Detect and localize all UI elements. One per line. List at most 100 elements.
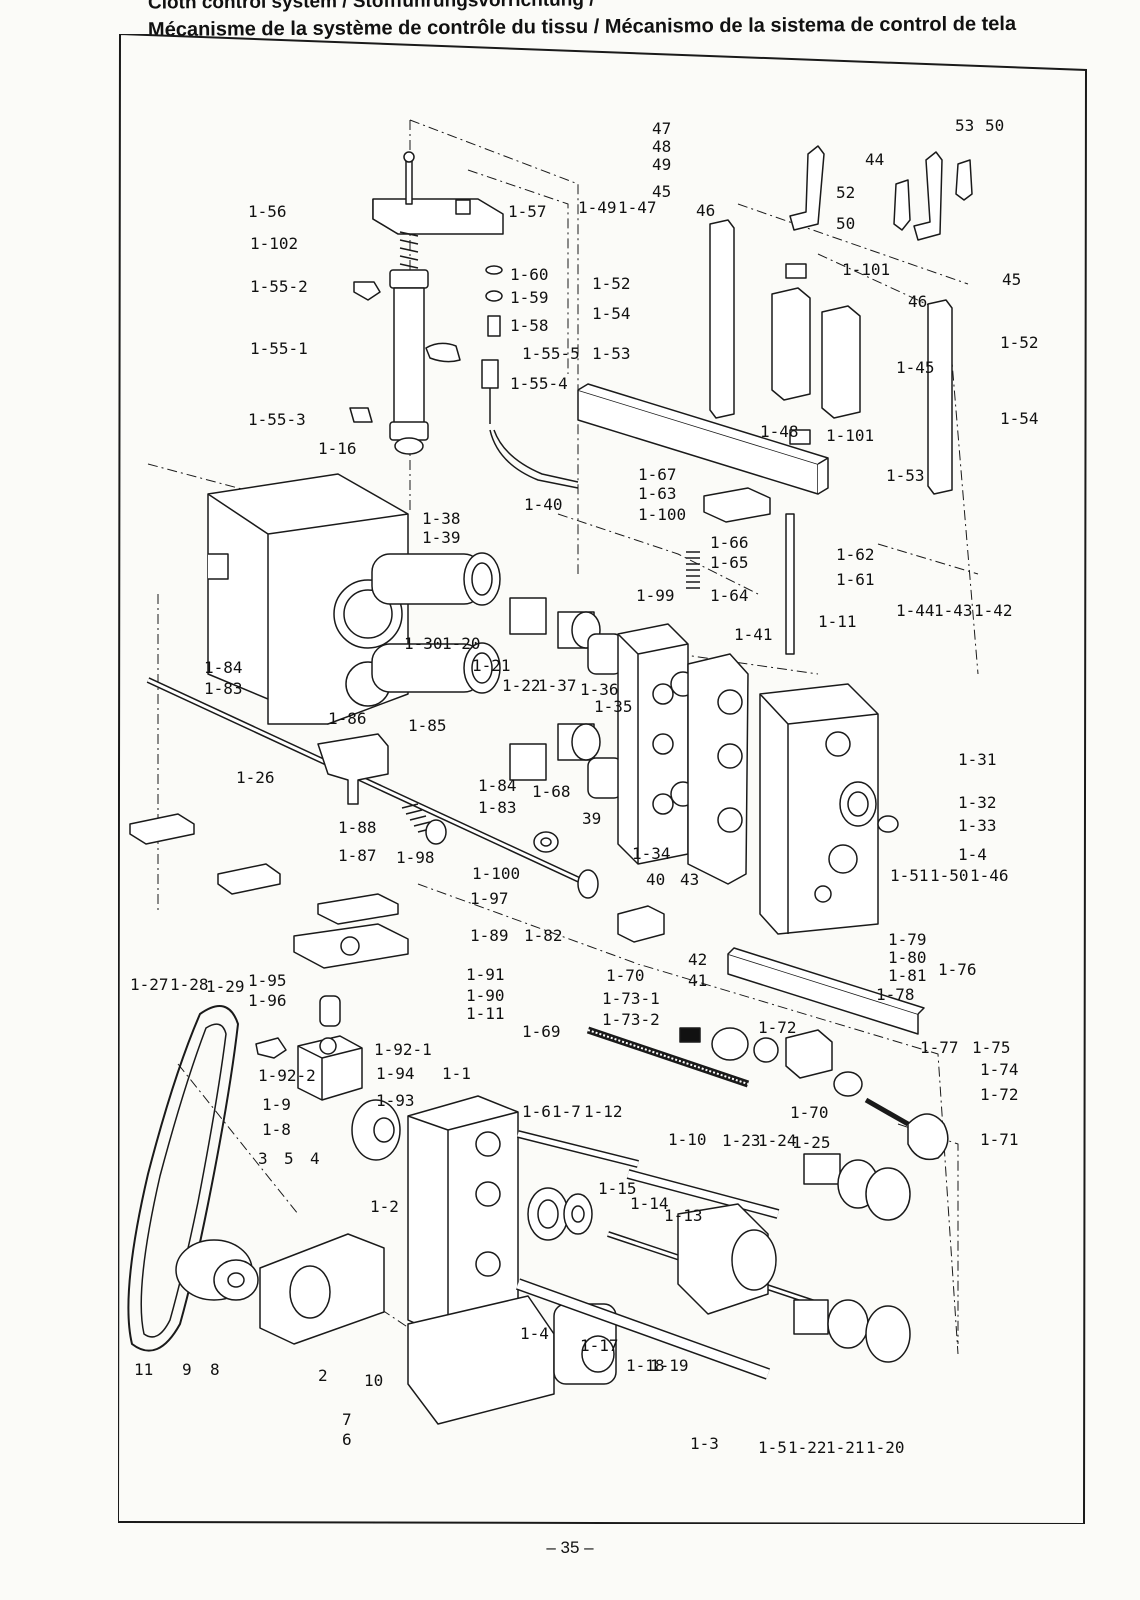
part-label: 1-85 <box>408 716 447 735</box>
part-label: 1-84 <box>204 658 243 677</box>
part-label: 1-101 <box>826 426 875 445</box>
part-label: 1-52 <box>592 274 631 293</box>
part-label: 1-51 <box>890 866 929 885</box>
part-label: 1-1 <box>442 1064 471 1083</box>
part-label: 1-81 <box>888 966 927 985</box>
part-label: 1-25 <box>792 1133 831 1152</box>
part-label: 1-11 <box>818 612 857 631</box>
exploded-view-drawing <box>118 34 1088 1524</box>
part-label: 1-70 <box>790 1103 829 1122</box>
part-label: 4 <box>310 1149 320 1168</box>
part-label: 1-16 <box>318 439 357 458</box>
part-label: 48 <box>652 137 672 156</box>
part-label: 1-20 <box>866 1438 905 1457</box>
part-label: 1-61 <box>836 570 875 589</box>
part-label: 1-67 <box>638 465 677 484</box>
part-label: 1-34 <box>632 844 671 863</box>
part-label: 1-54 <box>1000 409 1039 428</box>
part-label: 1-4 <box>520 1324 549 1343</box>
part-label: 1-14 <box>630 1194 669 1213</box>
part-label: 1-99 <box>636 586 675 605</box>
part-label: 50 <box>985 116 1005 135</box>
part-label: 1-2 <box>370 1197 399 1216</box>
part-label: 1-88 <box>338 818 377 837</box>
part-label: 41 <box>688 971 708 990</box>
part-label: 1-17 <box>580 1336 619 1355</box>
part-label: 1-12 <box>584 1102 623 1121</box>
part-label: 1-92-1 <box>374 1040 432 1059</box>
part-label: 1-53 <box>592 344 631 363</box>
part-label: 1-3 <box>690 1434 719 1453</box>
part-label: 1-42 <box>974 601 1013 620</box>
part-label: 47 <box>652 119 672 138</box>
part-label: 52 <box>836 183 856 202</box>
part-label: 1-28 <box>170 975 209 994</box>
part-label: 1-55-4 <box>510 374 568 393</box>
part-label: 10 <box>364 1371 384 1390</box>
part-label: 1-11 <box>466 1004 505 1023</box>
part-label: 1-96 <box>248 991 287 1010</box>
part-label: 1-41 <box>734 625 773 644</box>
part-label: 1-64 <box>710 586 749 605</box>
part-label: 1-55-5 <box>522 344 580 363</box>
part-label: 1-63 <box>638 484 677 503</box>
part-label: 1-53 <box>886 466 925 485</box>
part-label: 1-86 <box>328 709 367 728</box>
part-label: 1-69 <box>522 1022 561 1041</box>
part-label: 1-83 <box>478 798 517 817</box>
part-label: 1-21 <box>472 656 511 675</box>
part-label: 1-22 <box>502 676 541 695</box>
part-label: 44 <box>865 150 885 169</box>
part-label: 1-97 <box>470 889 509 908</box>
part-label: 1-40 <box>524 495 563 514</box>
part-label: 2 <box>318 1366 328 1385</box>
part-label: 1-38 <box>422 509 461 528</box>
header-title-line-1: Cloth control system / Stoffführungsvorr… <box>147 0 595 14</box>
part-label: 1-7 <box>552 1102 581 1121</box>
part-label: 49 <box>652 155 672 174</box>
part-label: 1-43 <box>934 601 973 620</box>
part-label: 1-31 <box>958 750 997 769</box>
part-label: 1-98 <box>396 848 435 867</box>
part-label: 5 <box>284 1149 294 1168</box>
part-label: 6 <box>342 1430 352 1449</box>
part-label: 45 <box>652 182 672 201</box>
part-label: 1-45 <box>896 358 935 377</box>
part-label: 1-13 <box>664 1206 703 1225</box>
part-label: 1-72 <box>980 1085 1019 1104</box>
part-label: 1-65 <box>710 553 749 572</box>
part-label: 1-20 <box>442 634 481 653</box>
part-label: 1-47 <box>618 198 657 217</box>
part-label: 1-77 <box>920 1038 959 1057</box>
part-label: 1-71 <box>980 1130 1019 1149</box>
part-label: 40 <box>646 870 666 889</box>
part-label: 1-87 <box>338 846 377 865</box>
part-label: 1-78 <box>876 985 915 1004</box>
part-label: 1-54 <box>592 304 631 323</box>
part-label: 1-57 <box>508 202 547 221</box>
part-label: 1-92-2 <box>258 1066 316 1085</box>
part-label: 1-56 <box>248 202 287 221</box>
part-label: 50 <box>836 214 856 233</box>
part-label: 1-21 <box>826 1438 865 1457</box>
part-label: 1-18 <box>626 1356 665 1375</box>
part-label: 45 <box>1002 270 1022 289</box>
part-label: 1-22 <box>788 1438 827 1457</box>
part-label: 1-36 <box>580 680 619 699</box>
part-label: 1-44 <box>896 601 935 620</box>
part-label: 1-19 <box>650 1356 689 1375</box>
part-label: 1-15 <box>598 1179 637 1198</box>
part-label: 1-33 <box>958 816 997 835</box>
part-label: 1-70 <box>606 966 645 985</box>
part-label: 1-24 <box>758 1131 797 1150</box>
part-label: 1-80 <box>888 948 927 967</box>
part-label: 7 <box>342 1410 352 1429</box>
part-label: 1-8 <box>262 1120 291 1139</box>
part-label: 1-60 <box>510 265 549 284</box>
part-label: 1-6 <box>522 1102 551 1121</box>
part-label: 1-84 <box>478 776 517 795</box>
part-label: 8 <box>210 1360 220 1379</box>
part-label: 1-68 <box>532 782 571 801</box>
part-label: 1-82 <box>524 926 563 945</box>
part-label: 1-52 <box>1000 333 1039 352</box>
